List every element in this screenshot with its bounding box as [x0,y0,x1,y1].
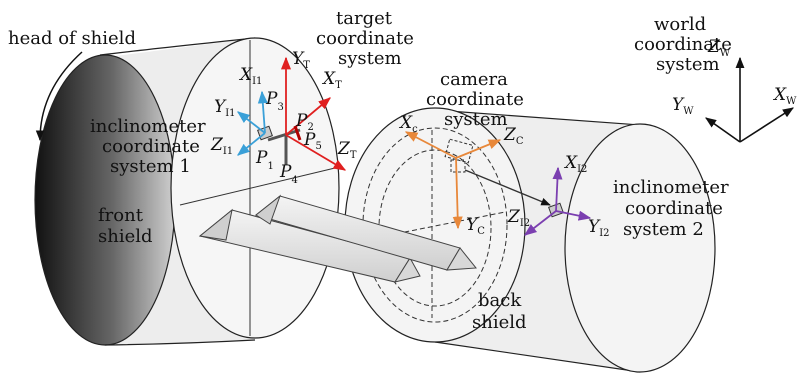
camera-label-line3: system [444,109,508,130]
axis-label-y-w: YW [672,95,694,117]
front-shield-cylinder [34,37,340,346]
front-shield-label-line2: shield [98,226,153,247]
inclinometer-1-label-line1: inclinometer [90,116,206,137]
axis-label-y-c: YC [466,215,485,237]
axis-label-y-i1: YI1 [214,97,236,119]
axis-label-z-w: ZW [707,37,731,59]
world-label-line3: system [656,54,720,75]
back-shield-label-line2: shield [472,312,527,333]
back-shield-label-line1: back [478,290,522,311]
back-shield-rear-face [564,123,716,373]
connecting-shafts [198,194,477,283]
world-frame [705,56,794,143]
head-of-shield-label: head of shield [8,28,136,49]
axis-label-x-i1: XI1 [238,65,262,87]
target-label-line1: target [336,8,393,29]
camera-label-line2: coordinate [426,89,524,110]
inclinometer-1-frame [237,90,273,156]
front-shield-label-line1: front [98,205,144,226]
axis-label-z-t: ZT [337,139,357,161]
world-label-line1: world [654,14,706,35]
point-label-p5: P5 [303,130,322,152]
inclinometer-2-frame [524,166,592,236]
point-label-p3: P3 [265,89,284,113]
inclinometer-2-label-line3: system 2 [623,219,704,240]
axis-label-x-c: Xc [398,113,418,135]
inclinometer-2-label-line2: coordinate [625,198,723,219]
point-label-p1: P1 [255,148,274,172]
inclinometer-2-label-line1: inclinometer [613,177,729,198]
target-frame [267,56,347,171]
head-of-shield-face [34,54,176,346]
front-shield-end-face [170,37,340,339]
point-label-p4: P4 [279,162,298,186]
inclinometer-1-label-line2: coordinate [102,136,200,157]
axis-label-z-i1: ZI1 [210,135,233,157]
head-pointer-arrow [35,51,83,142]
camera-label-line1: camera [440,69,508,90]
back-shield-cylinder [344,107,716,373]
axis-label-y-t: YT [292,49,310,71]
inclinometer-1-label-line3: system 1 [110,156,191,177]
axis-label-z-c: ZC [503,125,524,147]
world-label-line2: coordinate [634,34,732,55]
axis-label-y-i2: YI2 [588,217,610,239]
axis-label-z-i2: ZI2 [507,207,530,229]
point-label-p2: P2 [295,111,314,133]
axis-label-x-t: XT [321,69,342,91]
target-label-line3: system [338,48,402,69]
axis-label-x-i2: XI2 [563,153,587,175]
axis-label-x-w: XW [772,85,797,107]
camera-frame [404,131,551,230]
target-label-line2: coordinate [316,28,414,49]
